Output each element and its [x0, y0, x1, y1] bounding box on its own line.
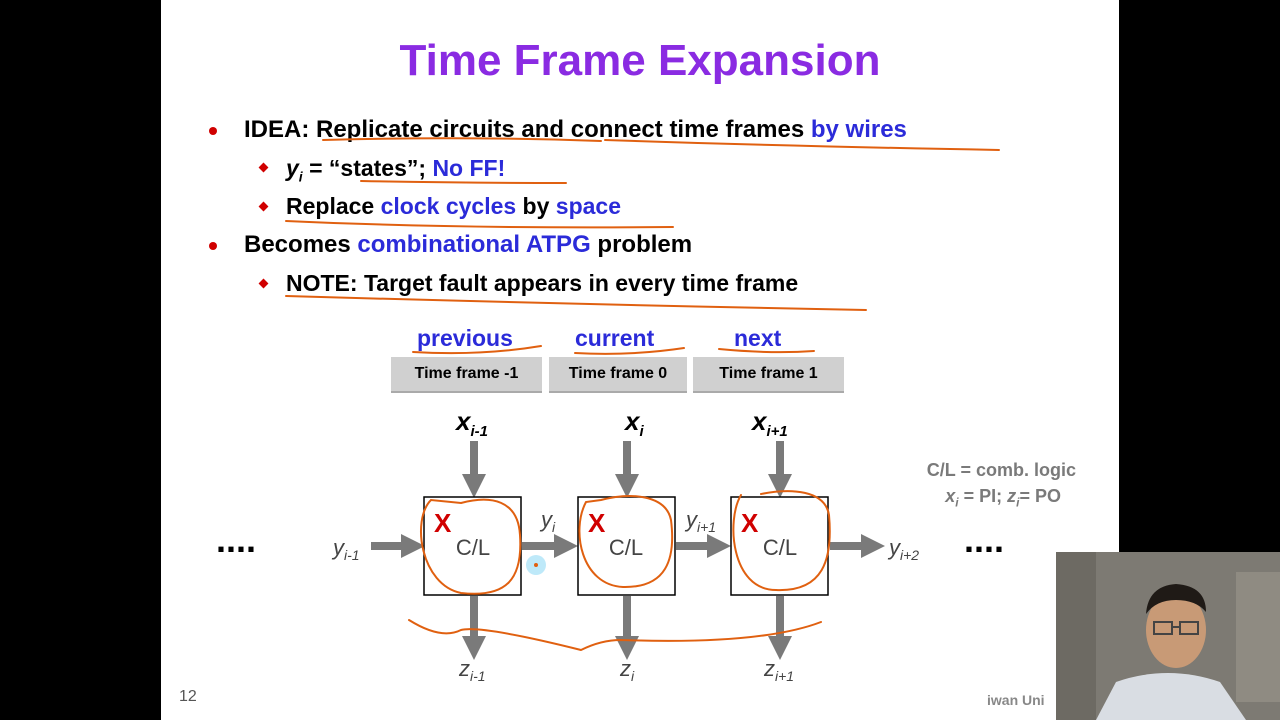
cl-block: [423, 496, 522, 596]
pen-annotations: [285, 137, 1000, 652]
time-frame-box-1: Time frame 1: [693, 357, 844, 393]
frame-label-current: current: [575, 325, 655, 351]
bullet-dot: [209, 242, 217, 250]
output-label: zi: [619, 656, 635, 684]
bullet-dot: [209, 127, 217, 135]
var-sub: i: [298, 168, 303, 185]
page-number: 12: [179, 688, 197, 705]
cl-label: C/L: [456, 535, 490, 560]
frame-label-previous: previous: [417, 325, 513, 351]
bullet-replace-text: Replace: [286, 193, 381, 219]
bullet-states-highlight: No FF!: [432, 155, 506, 181]
bullet-states: yi = “states”; No FF!: [286, 155, 505, 185]
ellipsis-right: ....: [964, 519, 1004, 560]
cl-block: [577, 496, 676, 596]
frame-label-next: next: [734, 325, 782, 351]
webcam-overlay: [1056, 552, 1280, 720]
bullet-becomes-text: Becomes: [244, 231, 358, 258]
ellipsis-left: ....: [216, 519, 256, 560]
cl-label: C/L: [763, 535, 797, 560]
legend-line-1: C/L = comb. logic: [926, 460, 1076, 480]
state-label: yi+1: [684, 507, 716, 535]
bullet-note-text: NOTE: Target fault appears in every time…: [286, 270, 799, 296]
bullet-becomes-text-2: problem: [590, 231, 693, 258]
legend-line-2: xi = PI; zi= PO: [945, 486, 1061, 510]
output-label: zi-1: [458, 656, 486, 684]
time-frame-box-minus-1: Time frame -1: [391, 357, 542, 393]
footer-text: iwan Uni: [987, 692, 1045, 708]
input-label: xi: [623, 406, 644, 440]
slide-title: Time Frame Expansion: [399, 36, 881, 85]
cl-label: C/L: [609, 535, 643, 560]
bullet-note: NOTE: Target fault appears in every time…: [286, 270, 798, 297]
circuit-diagram: C/L C/L C/L X X X xi-1 xi xi+1 zi-1 zi z…: [216, 137, 1004, 684]
slide: Time Frame Expansion IDEA: Replicate cir…: [161, 0, 1119, 720]
bullet-becomes-highlight: combinational ATPG: [357, 231, 591, 258]
bullet-idea-highlight: by wires: [810, 116, 907, 143]
bullet-becomes: Becomes combinational ATPG problem: [244, 231, 692, 259]
presenter-video: [1056, 552, 1280, 720]
input-label: xi+1: [750, 406, 788, 440]
fault-marker: X: [434, 508, 452, 538]
bullet-replace-text-2: by: [516, 193, 556, 219]
bullet-states-text: = “states”;: [302, 155, 433, 181]
bullet-replace-highlight-2: space: [555, 193, 622, 219]
bullet-replace: Replace clock cycles by space: [286, 193, 621, 220]
var-y: y: [286, 155, 299, 181]
state-label: yi+2: [887, 535, 919, 563]
output-label: zi+1: [763, 656, 794, 684]
state-label: yi-1: [331, 535, 360, 563]
state-label: yi: [539, 507, 556, 535]
fault-marker: X: [741, 508, 759, 538]
bullet-replace-highlight-1: clock cycles: [380, 193, 517, 219]
fault-marker: X: [588, 508, 606, 538]
input-label: xi-1: [454, 406, 488, 440]
time-frame-box-0: Time frame 0: [549, 357, 687, 393]
cl-block: [730, 496, 829, 596]
